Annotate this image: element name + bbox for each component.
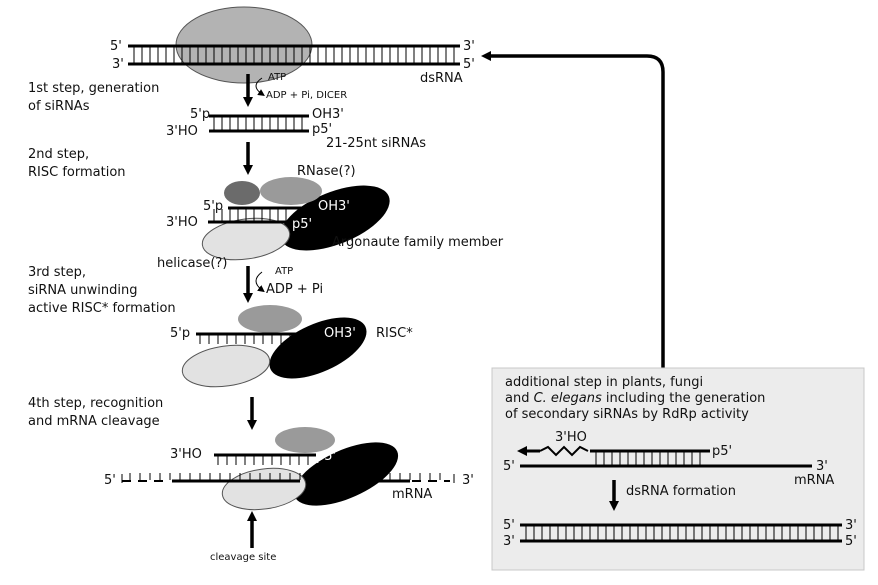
side-line2: and C. elegans including the generation (505, 391, 765, 406)
top-5prime-right: 5' (463, 57, 475, 72)
risc-star-light (181, 344, 271, 388)
risc-5p: 5'p (203, 199, 223, 214)
atp-curve-icon-2 (255, 271, 265, 293)
risc-3ho: 3'HO (166, 215, 198, 230)
side-ds-3r: 3' (845, 518, 857, 533)
risc-star-argonaute (269, 317, 367, 379)
side-mrna: mRNA (794, 473, 834, 488)
step3-title-line1: 3rd step, (28, 265, 86, 280)
top-dsrna: 5' 3' 3' 5' dsRNA (110, 6, 475, 86)
step2-title-line2: RISC formation (28, 165, 126, 180)
step3: 3rd step, siRNA unwinding active RISC* f… (28, 265, 413, 388)
side-m3: 3' (816, 459, 828, 474)
argonaute-blob (280, 185, 390, 251)
step3-title-line3: active RISC* formation (28, 301, 176, 316)
step1-adp-dicer: ADP + Pi, DICER (266, 90, 347, 101)
step1-title-line2: of siRNAs (28, 99, 90, 114)
side-m5: 5' (503, 459, 515, 474)
mrna-3prime: 3' (462, 473, 474, 488)
side-3ho: 3'HO (555, 430, 587, 445)
side-ds-3: 3' (503, 534, 515, 549)
risc-star-label: RISC* (376, 326, 413, 341)
side-panel: additional step in plants, fungi and C. … (491, 367, 865, 571)
step2: 2nd step, RISC formation RNase(?) 5'p OH… (28, 142, 504, 271)
top-5prime: 5' (110, 39, 122, 54)
side-line3: of secondary siRNAs by RdRp activity (505, 407, 749, 422)
argonaute-label: Argonaute family member (332, 235, 504, 250)
side-ds-5: 5' (503, 518, 515, 533)
side-ds-formation: dsRNA formation (626, 484, 736, 499)
sirna-5p: 5'p (190, 107, 210, 122)
side-ds-5r: 5' (845, 534, 857, 549)
mrna-label: mRNA (392, 487, 432, 502)
step3-oh3: OH3' (324, 326, 356, 341)
step3-atp: ATP (275, 266, 293, 277)
cleavage-site-label: cleavage site (210, 552, 276, 563)
side-line1: additional step in plants, fungi (505, 375, 703, 390)
step3-5p: 5'p (170, 326, 190, 341)
risc-p5: p5' (292, 217, 312, 232)
step3-title-line2: siRNA unwinding (28, 283, 137, 298)
step4-p5: p5' (316, 449, 336, 464)
step1: 1st step, generation of siRNAs ATP ADP +… (28, 72, 426, 151)
risc-star-grey (238, 305, 302, 333)
top-3prime-right: 3' (463, 39, 475, 54)
step1-atp: ATP (268, 72, 286, 83)
dsrna-label: dsRNA (420, 71, 463, 86)
rnase-blob (260, 177, 322, 205)
sirna-size-label: 21-25nt siRNAs (326, 136, 426, 151)
step3-adp: ADP + Pi (266, 282, 323, 297)
rnase-label: RNase(?) (297, 164, 356, 179)
cleave-light (221, 467, 307, 511)
sirna-oh3: OH3' (312, 107, 344, 122)
top-3prime-left: 3' (112, 57, 124, 72)
step1-title-line1: 1st step, generation (28, 81, 159, 96)
step2-title-line1: 2nd step, (28, 147, 89, 162)
step4-title-line1: 4th step, recognition (28, 396, 163, 411)
helicase-label: helicase(?) (157, 256, 227, 271)
mrna-5prime: 5' (104, 473, 116, 488)
risc-oh3: OH3' (318, 199, 350, 214)
sirna-3ho: 3'HO (166, 124, 198, 139)
atp-curve-icon (255, 77, 265, 96)
side-p5: p5' (712, 444, 732, 459)
sirna-p5: p5' (312, 122, 332, 137)
step4-title-line2: and mRNA cleavage (28, 414, 160, 429)
step4-3ho: 3'HO (170, 447, 202, 462)
helicase-blob (201, 217, 291, 261)
dark-grey-blob (224, 181, 260, 205)
cleave-grey (275, 427, 335, 453)
step4: 4th step, recognition and mRNA cleavage … (28, 396, 474, 563)
cleave-argonaute (293, 442, 399, 506)
feedback-arrow (481, 51, 665, 370)
